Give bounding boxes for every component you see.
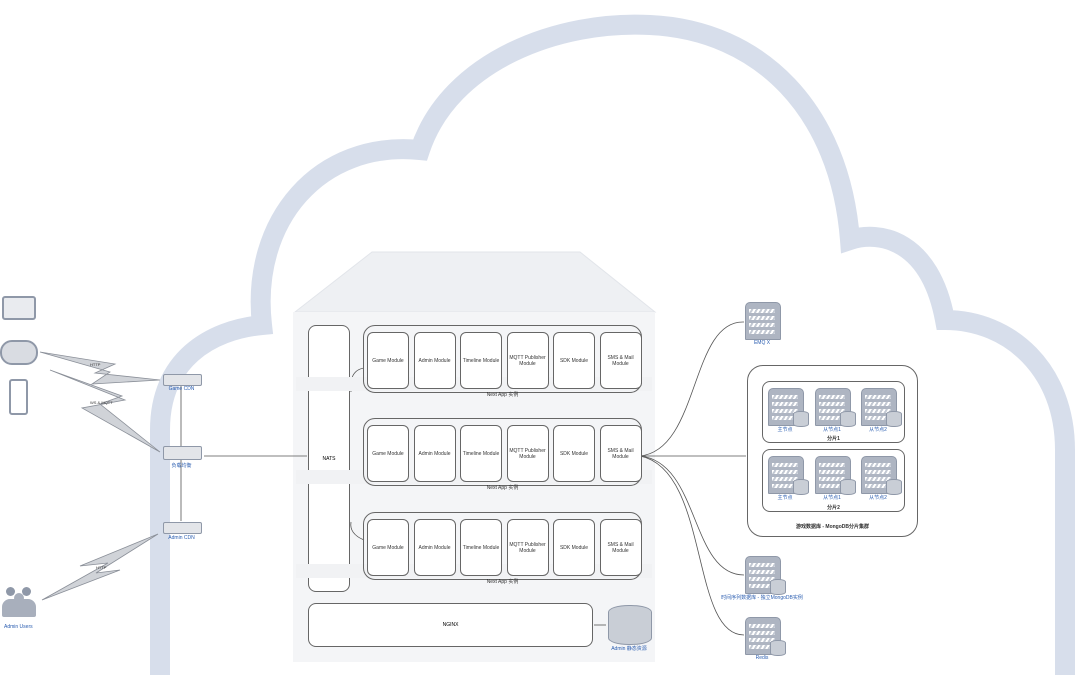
next-app-label: Next App 实例 (486, 579, 519, 585)
module-box: MQTT Publisher Module (506, 519, 549, 576)
nginx-box: NGINX (308, 603, 593, 647)
module-box: Admin Module (413, 425, 456, 482)
phone-icon (9, 379, 28, 415)
shard1-label: 分片1 (827, 436, 840, 442)
server-label: EMQ X (753, 340, 771, 346)
db-server-icon (861, 456, 902, 495)
module-box: Game Module (367, 519, 409, 576)
module-box: SMS & Mail Module (599, 332, 642, 389)
server-label: 主节点 (777, 427, 793, 433)
database-icon (608, 605, 652, 645)
module-box: Timeline Module (460, 425, 502, 482)
module-label: Admin Module (418, 357, 451, 364)
server-label: 时间序列数据库 - 独立MongoDB实例 (721, 595, 803, 601)
tablet-icon (2, 296, 36, 320)
link-ws-bolt (49, 369, 161, 453)
arrow-redis (639, 455, 745, 636)
module-label: SMS & Mail Module (607, 447, 634, 460)
module-label: Admin Module (418, 450, 451, 457)
db-server-icon (745, 617, 786, 656)
module-box: Admin Module (413, 519, 456, 576)
link-ws-label: WS & MQTT (90, 400, 113, 405)
module-label: MQTT Publisher Module (509, 447, 546, 460)
module-label: Game Module (372, 544, 404, 551)
link-admin-label: HTTP (96, 565, 107, 570)
module-label: MQTT Publisher Module (509, 541, 546, 554)
mongo-cluster-label: 游戏数据库 - MongoDB分片集群 (795, 524, 870, 530)
module-label: SDK Module (559, 450, 589, 457)
nats-label: NATS (322, 455, 336, 462)
arrow-app3-nats (350, 521, 365, 541)
game-cdn-icon (163, 374, 202, 386)
admin-static-label: Admin 静态资源 (611, 646, 647, 652)
module-box: Game Module (367, 332, 409, 389)
module-box: SDK Module (553, 425, 595, 482)
cloud-outline (150, 14, 1075, 675)
arrow-timeseries (639, 455, 745, 576)
module-box: Timeline Module (460, 332, 502, 389)
module-box: Admin Module (413, 332, 456, 389)
nats-box: NATS (308, 325, 350, 592)
next-app-instance (363, 418, 642, 486)
admin-users-icon (2, 585, 36, 619)
module-label: SMS & Mail Module (607, 354, 634, 367)
next-app-instance (363, 325, 642, 393)
next-app-instance (363, 512, 642, 580)
module-box: SDK Module (553, 519, 595, 576)
game-cdn-label: Game CDN (168, 386, 195, 392)
gamepad-icon (0, 340, 38, 365)
db-server-icon (768, 388, 809, 427)
admin-users-label: Admin Users (4, 624, 33, 630)
load-balancer-icon (163, 446, 202, 460)
db-server-icon (745, 556, 786, 595)
server-label: 从节点2 (869, 427, 887, 433)
load-balancer-label: 负载均衡 (171, 463, 192, 469)
server-label: 从节点1 (823, 427, 841, 433)
module-label: SMS & Mail Module (607, 541, 634, 554)
server-label: 主节点 (777, 495, 793, 501)
module-label: SDK Module (559, 544, 589, 551)
link-game-label: HTTP (90, 362, 101, 367)
db-server-icon (815, 456, 856, 495)
module-label: SDK Module (559, 357, 589, 364)
nginx-label: NGINX (442, 622, 459, 628)
module-box: MQTT Publisher Module (506, 425, 549, 482)
next-app-label: Next App 实例 (486, 485, 519, 491)
db-server-icon (815, 388, 856, 427)
shard2-label: 分片2 (827, 505, 840, 511)
admin-cdn-icon (163, 522, 202, 534)
db-server-icon (861, 388, 902, 427)
server-label: 从节点1 (823, 495, 841, 501)
module-label: Game Module (372, 357, 404, 364)
module-box: Timeline Module (460, 519, 502, 576)
admin-cdn-label: Admin CDN (168, 535, 195, 541)
rack-roof (293, 251, 657, 313)
module-label: Timeline Module (462, 357, 500, 364)
module-box: SMS & Mail Module (599, 519, 642, 576)
module-label: Timeline Module (462, 544, 500, 551)
link-game-bolt (39, 351, 161, 385)
module-box: SMS & Mail Module (599, 425, 642, 482)
db-server-icon (768, 456, 809, 495)
arrow-emqx (639, 321, 745, 457)
module-box: SDK Module (553, 332, 595, 389)
link-admin-bolt (41, 533, 159, 601)
module-label: Admin Module (418, 544, 451, 551)
module-box: MQTT Publisher Module (506, 332, 549, 389)
module-label: Timeline Module (462, 450, 500, 457)
server-label: Redis (755, 655, 769, 661)
server-label: 从节点2 (869, 495, 887, 501)
next-app-label: Next App 实例 (486, 392, 519, 398)
module-label: Game Module (372, 450, 404, 457)
module-box: Game Module (367, 425, 409, 482)
server-icon (745, 302, 781, 340)
module-label: MQTT Publisher Module (509, 354, 546, 367)
